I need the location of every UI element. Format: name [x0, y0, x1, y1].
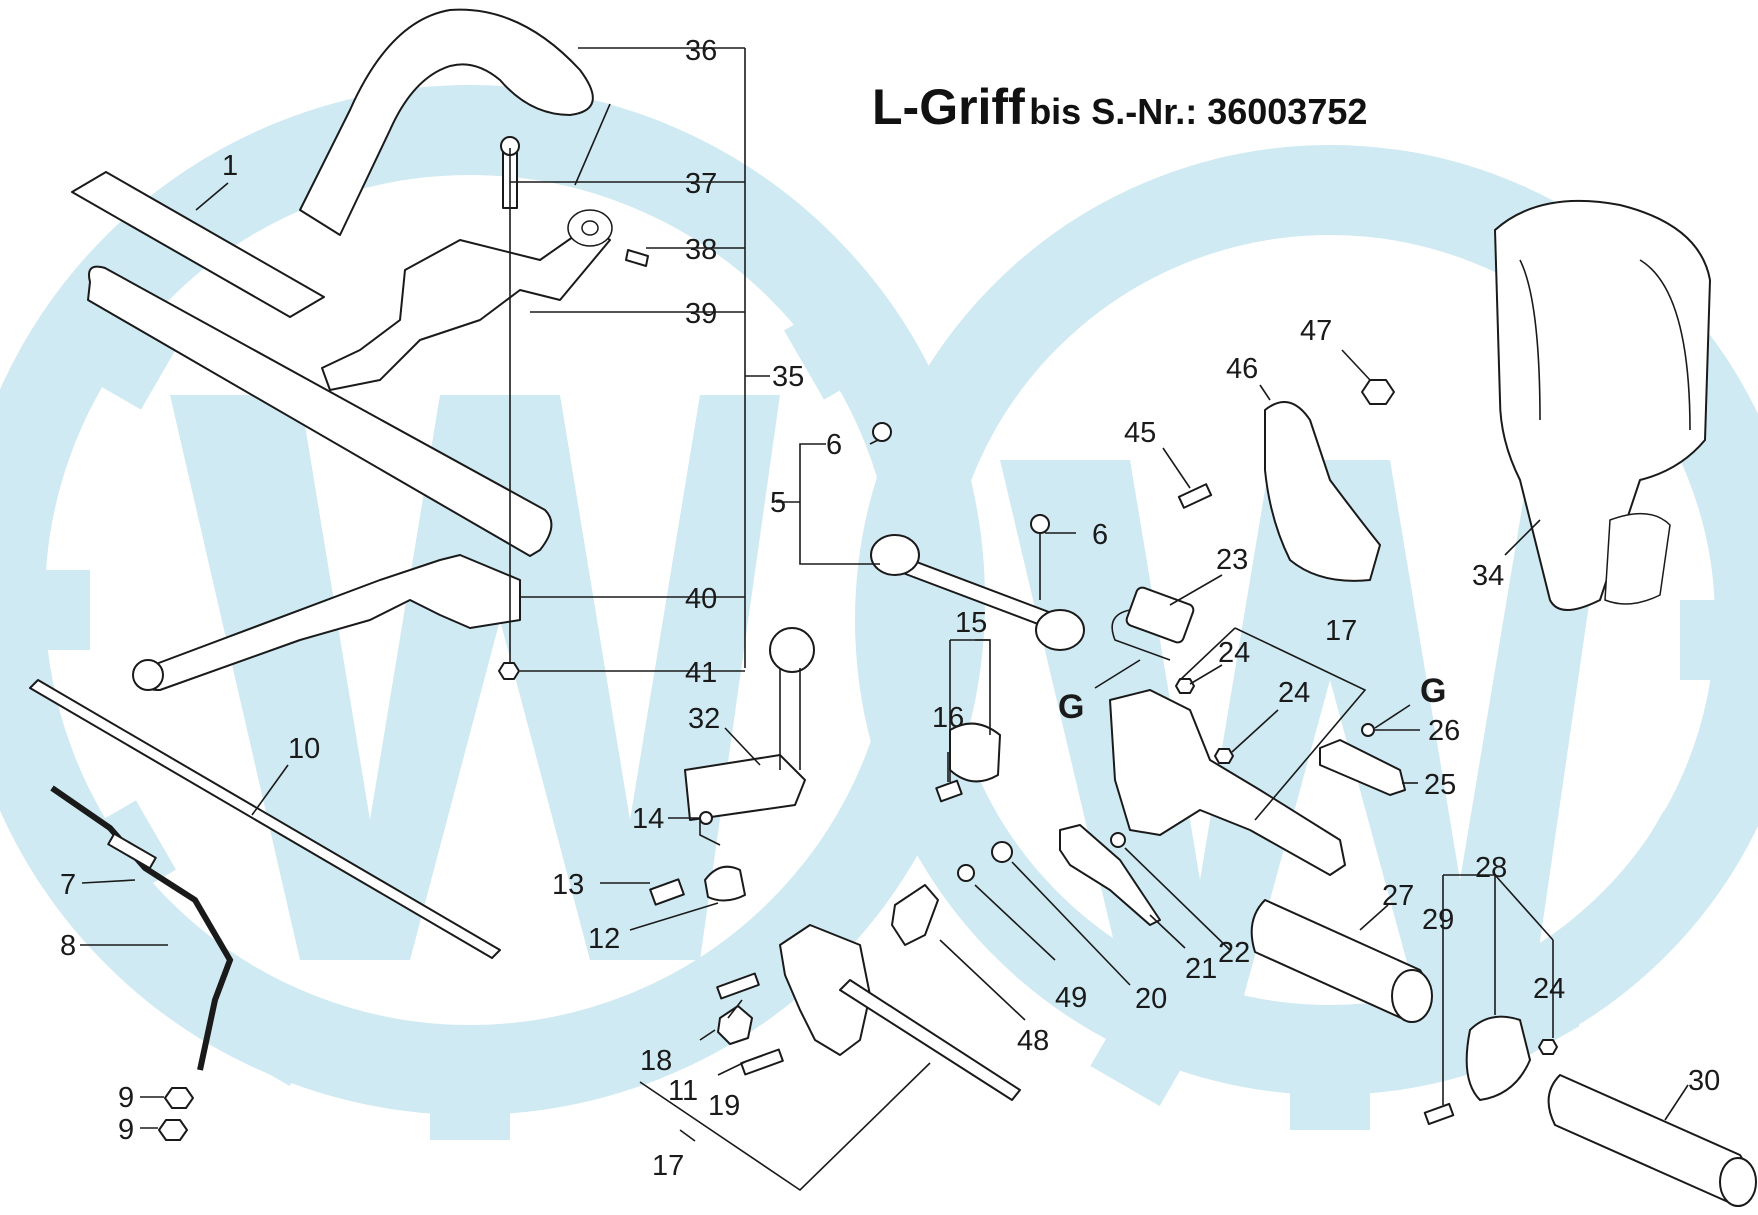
callout-25: 25: [1424, 769, 1456, 801]
callout-9b: 9: [118, 1114, 134, 1146]
callout-36: 36: [685, 35, 717, 67]
part-trigger-lock: [891, 884, 939, 946]
callout-1: 1: [222, 150, 238, 182]
callout-11: 11: [668, 1075, 698, 1107]
part-cover-25: [1319, 739, 1406, 796]
callout-46: 46: [1226, 353, 1258, 385]
parts-drawing: [29, 8, 1757, 1207]
callout-32: 32: [688, 703, 720, 735]
part-nut-9a: [164, 1087, 194, 1109]
part-nut-9b: [158, 1119, 188, 1141]
part-screw-29: [1423, 1102, 1455, 1126]
part-loop-handle: [299, 8, 594, 236]
part-spring-49: [957, 864, 975, 882]
callout-8: 8: [60, 930, 76, 962]
part-decal: [71, 171, 325, 318]
callout-35: 35: [772, 361, 804, 393]
callout-6a: 6: [826, 429, 842, 461]
callout-27: 27: [1382, 880, 1414, 912]
callout-47: 47: [1300, 315, 1332, 347]
callout-26: 26: [1428, 715, 1460, 747]
part-cable: [50, 785, 234, 1071]
part-rod-17: [839, 979, 1021, 1101]
watermark-w-left: [170, 395, 780, 960]
part-screw-6b: [1030, 514, 1050, 534]
callout-14: 14: [632, 803, 664, 835]
part-screw-19: [740, 1048, 784, 1076]
callout-18: 18: [640, 1045, 672, 1077]
callout-45: 45: [1124, 417, 1156, 449]
part-screw-6a: [872, 422, 892, 442]
part-throttle-trigger: [1059, 824, 1161, 926]
part-screw-18: [716, 972, 760, 1000]
part-nut-24a: [1175, 678, 1195, 694]
callout-labels: 1 36 37 38 39 35 40 41 6 5 6 10 7 8 9 9 …: [60, 35, 1720, 1182]
callout-g-right: G: [1420, 672, 1446, 710]
callout-5: 5: [770, 487, 786, 519]
part-spring-22: [1110, 832, 1126, 848]
callout-6b: 6: [1092, 519, 1108, 551]
callout-20: 20: [1135, 983, 1167, 1015]
callout-41: 41: [685, 657, 717, 689]
part-nut-24c: [1538, 1039, 1558, 1055]
callout-9a: 9: [118, 1082, 134, 1114]
callout-17a: 17: [652, 1150, 684, 1182]
part-nut-41: [498, 662, 520, 680]
part-guard-46: [1264, 401, 1381, 582]
title-sub: bis S.-Nr.: 36003752: [1029, 91, 1368, 132]
part-washer-14: [699, 811, 713, 825]
diagram-title: L-Griff bis S.-Nr.: 36003752: [872, 78, 1367, 136]
callout-g-left: G: [1058, 688, 1084, 726]
callout-34: 34: [1472, 560, 1504, 592]
leader-lines: [80, 47, 1689, 1192]
part-handle-tube: [87, 265, 553, 557]
callout-17b: 17: [1325, 615, 1357, 647]
callout-13: 13: [552, 869, 584, 901]
callout-40: 40: [685, 583, 717, 615]
part-lower-housing: [779, 924, 871, 1056]
callout-22: 22: [1218, 937, 1250, 969]
callout-30: 30: [1688, 1065, 1720, 1097]
part-screw-45: [1177, 483, 1213, 509]
part-shaft: [29, 679, 501, 959]
callout-12: 12: [588, 923, 620, 955]
part-nut-47: [1361, 379, 1395, 405]
callout-23: 23: [1216, 544, 1248, 576]
part-screw-38: [625, 249, 649, 267]
part-clamp-bracket: [321, 224, 611, 391]
part-pivot-20: [991, 841, 1013, 863]
part-harness: [1494, 199, 1711, 611]
callout-49: 49: [1055, 982, 1087, 1014]
part-hose-clamp: [949, 722, 1001, 783]
part-handle-housing: [1109, 689, 1346, 876]
part-screw-16: [935, 779, 963, 803]
callout-24b: 24: [1278, 677, 1310, 709]
callout-24a: 24: [1218, 637, 1250, 669]
callout-29: 29: [1422, 904, 1454, 936]
callout-16: 16: [932, 702, 964, 734]
part-clamp-28: [1465, 1015, 1531, 1101]
callout-37: 37: [685, 168, 717, 200]
part-screw-13: [649, 878, 685, 906]
callout-7: 7: [60, 869, 76, 901]
callout-21: 21: [1185, 953, 1217, 985]
callout-39: 39: [685, 298, 717, 330]
callout-48: 48: [1017, 1025, 1049, 1057]
callout-10: 10: [288, 733, 320, 765]
callout-19: 19: [708, 1090, 740, 1122]
callout-38: 38: [685, 234, 717, 266]
callout-15: 15: [955, 607, 987, 639]
callout-24c: 24: [1533, 973, 1565, 1005]
part-choke-lever: [684, 754, 806, 821]
part-nut-24b: [1214, 748, 1234, 764]
part-spring-26: [1361, 723, 1375, 737]
callout-28: 28: [1475, 852, 1507, 884]
part-clamp-12: [704, 865, 746, 902]
title-main: L-Griff: [872, 79, 1025, 135]
